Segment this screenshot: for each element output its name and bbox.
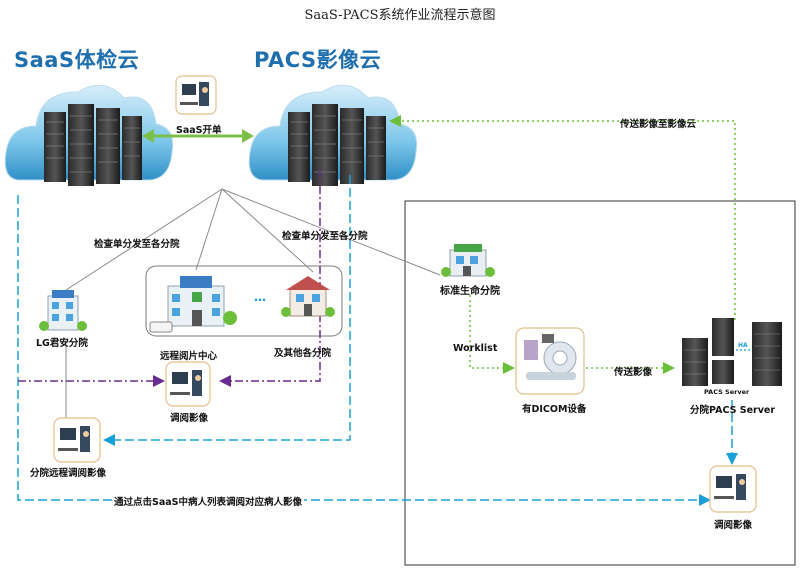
green-dotted-flows [389,115,736,374]
send-to-cloud-label: 传送影像至影像云 [620,119,697,130]
lg-branch-label: LG君安分院 [36,338,88,349]
pacs-server-caption: PACS Server [704,388,750,396]
worklist-label: Worklist [453,343,498,354]
pacs-cloud-title: PACS影像云 [254,48,382,72]
send-image-label: 传送影像 [614,367,653,378]
center-group-box [145,265,343,337]
ellipsis-label: … [254,290,266,304]
pacs-cloud-icon [248,84,418,186]
remote-view-label: 分院远程调阅影像 [30,468,107,479]
standard-branch-label: 标准生命分院 [440,286,500,297]
saas-cloud-title: SaaS体检云 [14,48,140,72]
view-image-right-label: 调阅影像 [714,520,753,531]
workstation-icon-center [165,361,211,407]
ha-label: HA [738,342,748,349]
bottom-note-label: 通过点击SaaS中病人列表调阅对应病人影像 [112,494,305,508]
saas-pacs-link-arrow [142,129,254,143]
workstation-icon-remote [53,417,101,463]
remote-center-label: 远程阅片中心 [160,351,218,362]
purple-dashdot-flows [18,170,321,387]
standard-branch-building-icon [441,244,495,277]
dicom-device-icon [515,327,585,395]
view-image-center-label: 调阅影像 [170,413,209,424]
other-branches-building-icon [281,276,335,317]
branch-region-box [404,200,796,566]
saas-cloud-icon [4,84,174,186]
dicom-device-label: 有DICOM设备 [522,404,587,415]
other-branches-label: 及其他各分院 [274,348,332,359]
lg-branch-building-icon [39,290,87,331]
branch-pacs-server-label: 分院PACS Server [690,405,776,416]
saas-open-label: SaaS开单 [176,125,222,136]
remote-center-building-icon [149,276,237,333]
blue-dashed-flows [17,175,738,506]
workstation-icon-right [709,465,757,513]
dispatch-left-label: 检查单分发至各分院 [94,239,180,250]
workstation-icon-top [175,75,217,115]
dispatch-lines [65,188,441,424]
diagram-title: SaaS-PACS系统作业流程示意图 [304,8,496,23]
pacs-server-icon [682,318,782,386]
dispatch-mid-label: 检查单分发至各分院 [282,231,368,242]
